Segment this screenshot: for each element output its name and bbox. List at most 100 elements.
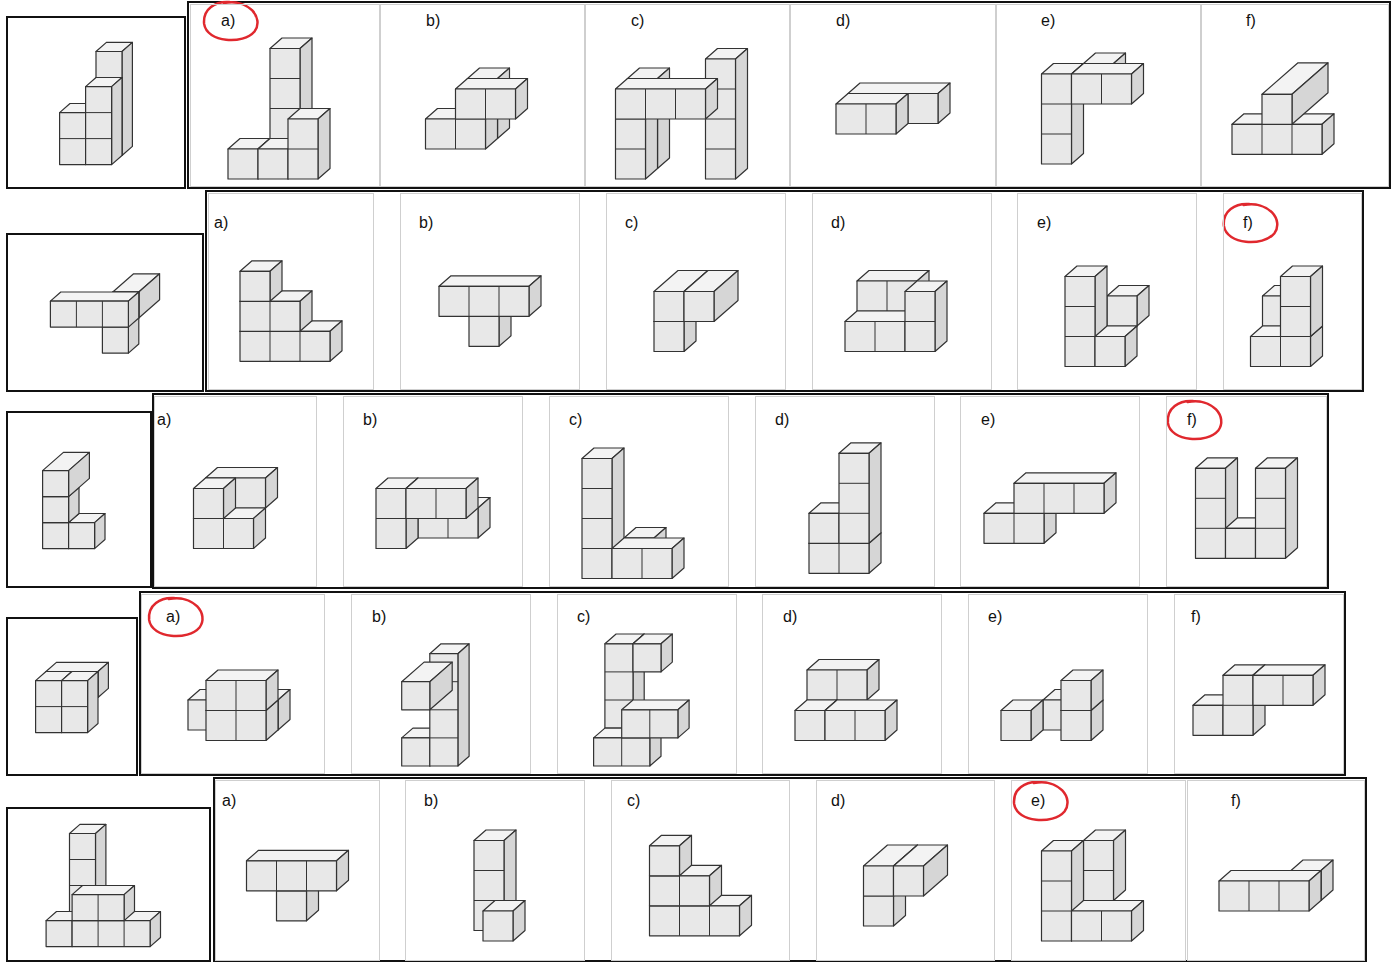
option-label: e): [988, 608, 1002, 626]
block-figure: [36, 662, 109, 732]
block-figure: [1001, 670, 1103, 741]
cube-front: [839, 453, 869, 543]
option-cell: c): [585, 4, 790, 187]
option-cell: a): [154, 396, 317, 587]
cube-front: [240, 331, 330, 361]
cube-side: [740, 895, 752, 936]
cube-front: [72, 895, 124, 921]
option-label: c): [577, 608, 590, 626]
cube-front: [1226, 528, 1256, 558]
cube-side: [124, 886, 134, 921]
cube-seam: [1042, 881, 1072, 882]
option-cell: e): [968, 594, 1148, 774]
cube-side: [714, 271, 738, 322]
cube-side: [736, 49, 748, 180]
cube-front: [809, 513, 839, 543]
block-figure: [376, 478, 490, 549]
cube-front: [1042, 74, 1072, 164]
reference-frame: [7, 412, 151, 587]
cube-seam: [837, 670, 838, 700]
cube-seam: [1044, 483, 1045, 513]
option-cell: a): [141, 594, 325, 774]
cube-seam: [124, 921, 125, 947]
block-figure: [1042, 53, 1144, 164]
option-cell: d): [762, 594, 942, 774]
cube-front: [247, 861, 337, 891]
cube-seam: [642, 549, 643, 579]
cube-seam: [86, 138, 112, 139]
cube-seam: [1281, 306, 1311, 307]
cube-seam: [1283, 675, 1284, 705]
cube-side: [938, 83, 950, 124]
cube-front: [594, 738, 650, 766]
cube-side: [300, 291, 312, 332]
cube-side: [266, 670, 278, 711]
cube-seam: [621, 738, 622, 766]
cube-front: [864, 896, 894, 926]
cube-front: [1262, 94, 1292, 124]
cube-seam: [70, 859, 96, 860]
option-label: d): [775, 411, 789, 429]
cube-seam: [1042, 911, 1072, 912]
option-cell: e): [1011, 780, 1186, 961]
cube-front: [1232, 124, 1322, 154]
cube-front: [258, 149, 288, 179]
option-label: d): [783, 608, 797, 626]
cube-seam: [1101, 74, 1102, 104]
cube-side: [529, 276, 541, 317]
cube-front: [36, 681, 62, 733]
option-label: a): [222, 792, 236, 810]
cube-side: [266, 468, 278, 509]
cube-side: [224, 478, 236, 519]
cube-side: [1292, 63, 1328, 125]
cube-front: [1084, 841, 1114, 901]
cube-front: [1281, 277, 1311, 337]
block-figure: [984, 473, 1116, 544]
option-cell: e): [996, 4, 1201, 187]
cube-seam: [98, 895, 99, 921]
cube-seam: [499, 286, 500, 316]
cube-side: [69, 452, 90, 496]
cube-front: [439, 286, 529, 316]
cube-front: [984, 513, 1044, 543]
cube-front: [72, 921, 150, 947]
cube-seam: [300, 331, 301, 361]
cube-side: [680, 835, 692, 876]
cube-seam: [1196, 498, 1226, 499]
cube-front: [1223, 675, 1253, 735]
cube-front: [1072, 74, 1132, 104]
cube-top: [1219, 871, 1321, 882]
cube-seam: [276, 861, 277, 891]
block-figure: [46, 824, 160, 946]
cube-front: [1219, 881, 1309, 911]
option-label: e): [1041, 12, 1055, 30]
cube-front: [612, 549, 672, 579]
cube-side: [128, 292, 138, 353]
block-figure: [864, 845, 948, 926]
option-cell: b): [351, 594, 531, 774]
cube-seam: [98, 921, 99, 947]
cube-front: [1107, 296, 1137, 326]
cube-front: [277, 891, 307, 921]
cube-seam: [1223, 705, 1253, 706]
cube-side: [128, 292, 138, 327]
cube-front: [582, 459, 612, 579]
cube-side: [935, 281, 947, 352]
cube-side: [1311, 266, 1323, 337]
block-figure: [247, 850, 349, 921]
cube-side: [278, 690, 290, 731]
options-frame: [214, 778, 1366, 961]
option-cell: d): [790, 4, 996, 187]
cube-seam: [288, 149, 318, 150]
option-cell: f): [1201, 4, 1389, 187]
cube-seam: [679, 906, 680, 936]
cube-side: [672, 538, 684, 579]
options-frame: [206, 191, 1363, 391]
cube-seam: [236, 681, 237, 711]
cube-front: [836, 104, 896, 134]
option-label: d): [831, 792, 845, 810]
cube-top: [1014, 473, 1116, 484]
cube-side: [706, 79, 718, 120]
cube-seam: [1196, 528, 1226, 529]
cube-side: [885, 700, 897, 741]
